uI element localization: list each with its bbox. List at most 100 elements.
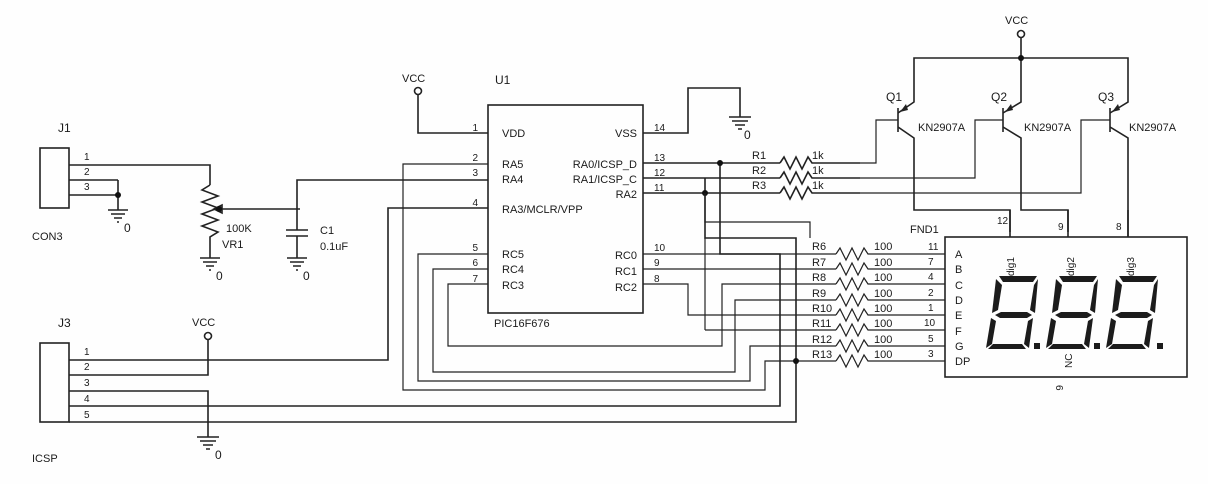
r12-pin: 5 <box>928 334 934 345</box>
r2-ref: R2 <box>752 165 766 177</box>
seg-label-e: E <box>955 310 962 322</box>
wire-j1-pin1 <box>69 164 211 185</box>
r3-value: 1k <box>812 180 824 192</box>
r13-pin: 3 <box>928 349 934 360</box>
r3-ref: R3 <box>752 180 766 192</box>
u1-pin-num-13: 13 <box>654 153 666 164</box>
r11-ref: R11 <box>812 318 831 330</box>
resistor-r12: R12 100 5 <box>812 334 945 354</box>
j1-type: CON3 <box>32 231 63 243</box>
digit-2-glyph <box>1046 276 1100 349</box>
vcc-label-u1: VCC <box>402 73 425 85</box>
ground-symbol-j1: 0 <box>108 209 131 235</box>
wire-ra4 <box>296 179 488 209</box>
r1-value: 1k <box>812 150 824 162</box>
u1-pin-name-rc4: RC4 <box>502 264 524 276</box>
resistor-r9: R9 100 2 <box>812 288 945 308</box>
q2-part: KN2907A <box>1024 122 1072 134</box>
j3-pin-2-num: 2 <box>84 362 90 373</box>
u1-pin-name-ra1: RA1/ICSP_C <box>573 174 637 186</box>
r10-value: 100 <box>874 303 892 315</box>
resistor-r2: R2 1k <box>752 165 860 186</box>
wire-base-q3 <box>860 119 1110 194</box>
gnd-label-c1: 0 <box>303 269 310 283</box>
vcc-symbol-top: VCC <box>1005 15 1028 58</box>
u1-ref: U1 <box>495 73 511 87</box>
nc-pin: 6 <box>1053 385 1064 391</box>
u1-pin-num-7: 7 <box>472 274 478 285</box>
dig3-label: dig3 <box>1126 257 1137 276</box>
vcc-symbol-j3: VCC <box>69 317 215 376</box>
vr1-value: 100K <box>226 223 252 235</box>
connector-j1: J1 CON3 1 2 3 <box>32 121 90 243</box>
seg-label-c: C <box>955 280 963 292</box>
u1-pin-num-2: 2 <box>472 153 478 164</box>
j1-body <box>39 147 70 209</box>
j3-body <box>39 342 70 423</box>
q3-part: KN2907A <box>1129 122 1177 134</box>
nc-label: NC <box>1064 354 1075 368</box>
dig3-pin: 8 <box>1116 222 1122 233</box>
seg-label-d: D <box>955 295 963 307</box>
fnd1-body <box>944 236 1188 378</box>
seg-label-g: G <box>955 341 964 353</box>
j3-pin-5-num: 5 <box>84 410 90 421</box>
resistor-r11: R11 100 10 <box>812 318 945 338</box>
junction-j1 <box>115 192 121 198</box>
r8-value: 100 <box>874 272 892 284</box>
u1-pin-name-rc2: RC2 <box>615 282 637 294</box>
r8-pin: 4 <box>928 272 934 283</box>
fnd1-ref: FND1 <box>910 224 939 236</box>
u1-pin-name-ra0: RA0/ICSP_D <box>573 159 637 171</box>
transistor-q1: Q1 KN2907A <box>886 90 1011 232</box>
r6-pin: 11 <box>928 242 939 253</box>
ground-symbol-j3: 0 <box>197 436 222 462</box>
u1-pin-name-rc5: RC5 <box>502 249 524 261</box>
u1-pin-num-1: 1 <box>472 123 478 134</box>
r7-pin: 7 <box>928 257 934 268</box>
junction-vcc <box>1018 55 1024 61</box>
j3-type: ICSP <box>32 453 58 465</box>
r9-ref: R9 <box>812 288 826 300</box>
u1-pin-num-4: 4 <box>472 198 478 209</box>
resistor-r13: R13 100 3 <box>812 349 945 369</box>
resistor-r7: R7 100 7 <box>812 257 945 277</box>
transistor-q3: Q3 KN2907A <box>1098 90 1177 237</box>
resistor-r6: R6 100 11 <box>812 241 945 262</box>
r2-value: 1k <box>812 165 824 177</box>
wire-j3-gnd <box>69 390 209 437</box>
junction-ra0 <box>717 160 723 166</box>
ground-symbol-c1: 0 <box>287 257 310 283</box>
wire-base-q1 <box>860 119 898 164</box>
j3-pin-1-num: 1 <box>84 347 90 358</box>
c1-ref: C1 <box>320 225 334 237</box>
resistor-r1: R1 1k <box>752 150 860 171</box>
wire-vss <box>643 87 741 134</box>
r11-pin: 10 <box>924 318 936 329</box>
u1-pin-num-9: 9 <box>654 258 660 269</box>
resistor-r8: R8 100 4 <box>812 272 945 292</box>
digit-1-glyph <box>986 276 1040 349</box>
u1-pin-name-rc1: RC1 <box>615 266 637 278</box>
u1-pin-name-vss: VSS <box>615 128 637 140</box>
vcc-label-j3: VCC <box>192 317 215 329</box>
u1-pin-num-8: 8 <box>654 274 660 285</box>
seg-label-b: B <box>955 264 962 276</box>
dig1-pin: 12 <box>997 216 1009 227</box>
r11-value: 100 <box>874 318 892 330</box>
junction-vr1-wiper <box>216 206 222 212</box>
r1-ref: R1 <box>752 150 766 162</box>
r7-value: 100 <box>874 257 892 269</box>
wire-base-q2 <box>860 119 1003 179</box>
q3-ref: Q3 <box>1098 90 1114 104</box>
potentiometer-vr1: 100K VR1 <box>199 184 300 258</box>
vr1-ref: VR1 <box>222 239 243 251</box>
u1-pin-num-12: 12 <box>654 168 666 179</box>
r7-ref: R7 <box>812 257 826 269</box>
u1-pin-num-11: 11 <box>654 183 665 194</box>
seg-label-dp: DP <box>955 356 970 368</box>
wire-rc5-g <box>417 253 836 382</box>
resistor-r3: R3 1k <box>752 180 860 201</box>
gnd-label-j1: 0 <box>124 221 131 235</box>
seg-label-f: F <box>955 326 962 338</box>
